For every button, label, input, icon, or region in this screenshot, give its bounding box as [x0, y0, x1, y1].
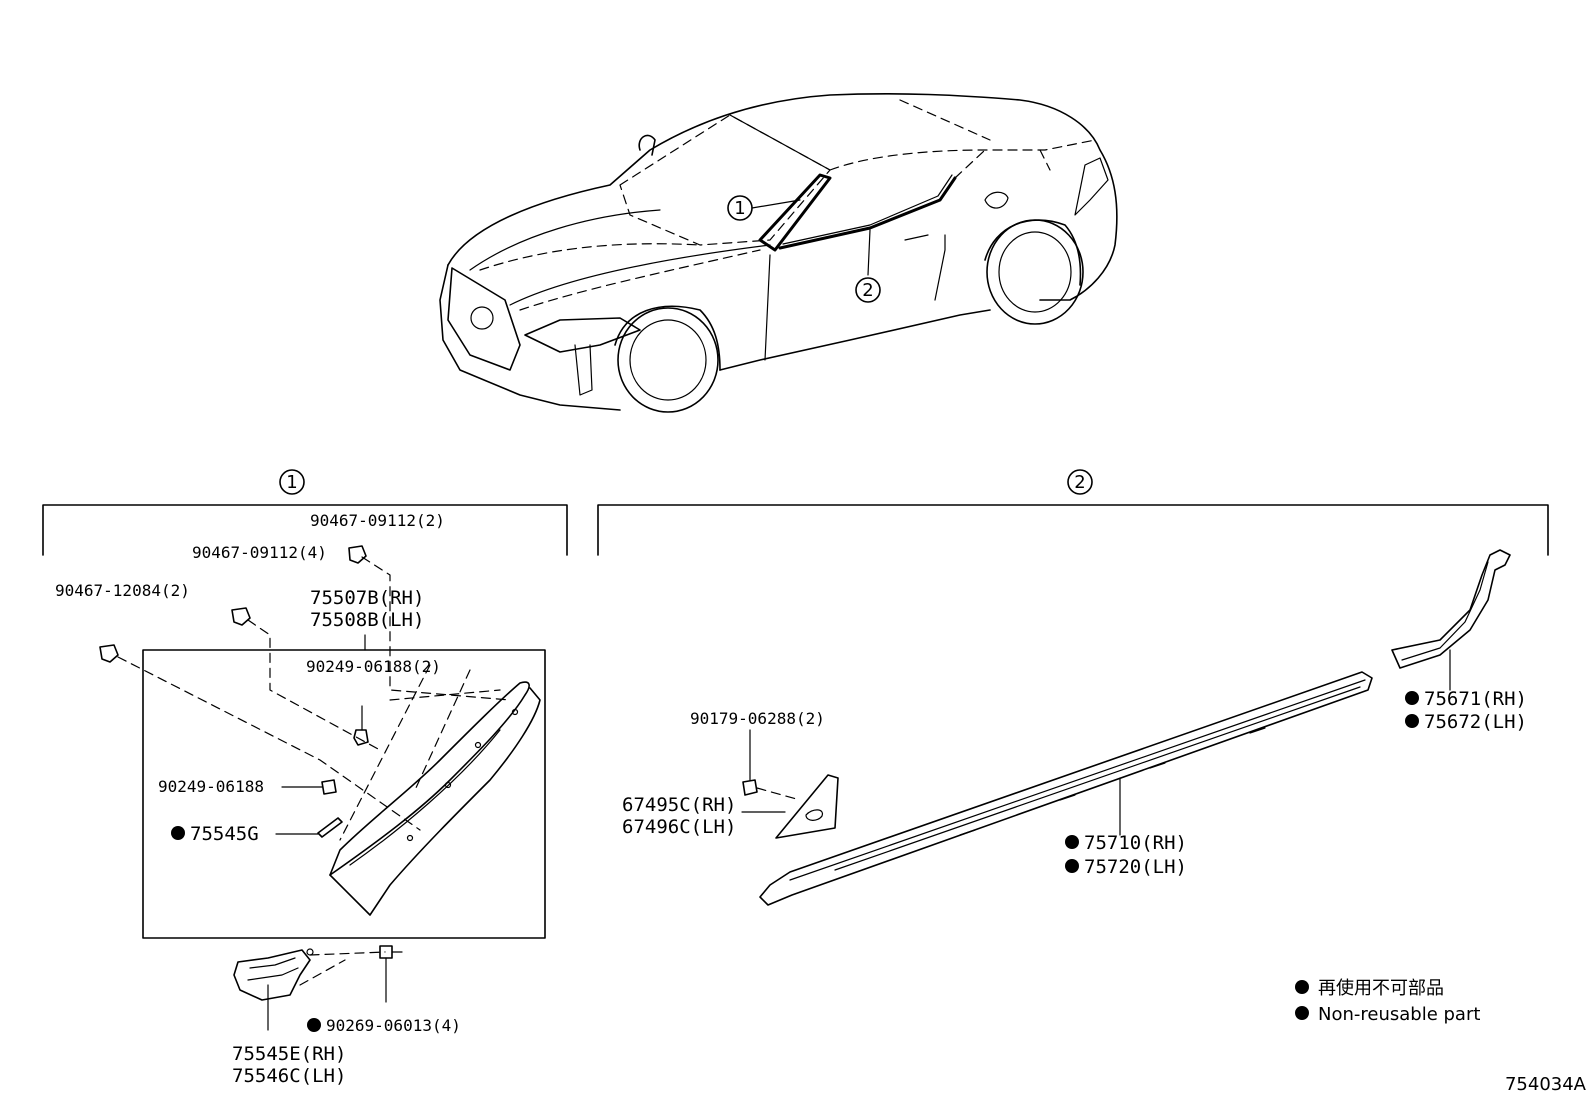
part-label: 90249-06188: [158, 777, 264, 796]
detail-box: [142, 649, 546, 939]
part-label: 75507B(RH): [310, 587, 424, 609]
roof-molding-part: [1391, 549, 1511, 669]
part-label: 75545G: [190, 823, 259, 845]
non-reusable-dot: [307, 1018, 321, 1032]
seal-piece: [317, 817, 343, 838]
non-reusable-dot: [1065, 835, 1079, 849]
part-label: 75720(LH): [1084, 856, 1187, 878]
svg-text:2: 2: [862, 280, 873, 301]
part-label: 90467-12084(2): [55, 581, 190, 600]
car-illustration: [439, 93, 1118, 413]
legend-dot: [1295, 1006, 1309, 1020]
car-callout-2: 2: [855, 277, 881, 303]
car-callout-1: 1: [727, 195, 753, 221]
belt-molding-part: [759, 671, 1373, 906]
pillar-garnish-part: [329, 681, 541, 916]
legend-dot: [1295, 980, 1309, 994]
part-label: 67495C(RH): [622, 794, 736, 816]
svg-text:1: 1: [734, 198, 745, 219]
non-reusable-dot: [171, 826, 185, 840]
part-label: 75710(RH): [1084, 832, 1187, 854]
clip-icon: [99, 545, 367, 663]
legend-en: Non-reusable part: [1318, 1004, 1480, 1025]
legend: 再使用不可部品 Non-reusable part: [1295, 978, 1480, 1025]
section-1-header: 1: [42, 469, 568, 556]
bolt-icon: [379, 945, 403, 1003]
part-label: 90467-09112(4): [192, 543, 327, 562]
part-label: 90467-09112(2): [310, 511, 445, 530]
part-label: 75546C(LH): [232, 1065, 346, 1087]
part-label: 90249-06188(2): [306, 657, 441, 676]
corner-cover-part: [775, 774, 839, 839]
part-label: 67496C(LH): [622, 816, 736, 838]
diagram-id: 754034A: [1505, 1074, 1587, 1095]
non-reusable-dot: [1405, 714, 1419, 728]
part-label: 75671(RH): [1424, 688, 1527, 710]
legend-jp: 再使用不可部品: [1318, 978, 1444, 999]
non-reusable-dot: [1405, 691, 1419, 705]
part-label: 75508B(LH): [310, 609, 424, 631]
part-label: 75672(LH): [1424, 711, 1527, 733]
nut-icon: [281, 705, 369, 795]
section-2-header: 2: [597, 469, 1549, 556]
nut-icon: [742, 779, 758, 796]
part-label: 75545E(RH): [232, 1043, 346, 1065]
part-label: 90179-06288(2): [690, 709, 825, 728]
bracket-part: [233, 948, 314, 1001]
part-label: 90269-06013(4): [326, 1016, 461, 1035]
non-reusable-dot: [1065, 859, 1079, 873]
svg-text:1: 1: [286, 472, 297, 493]
svg-text:2: 2: [1074, 472, 1085, 493]
